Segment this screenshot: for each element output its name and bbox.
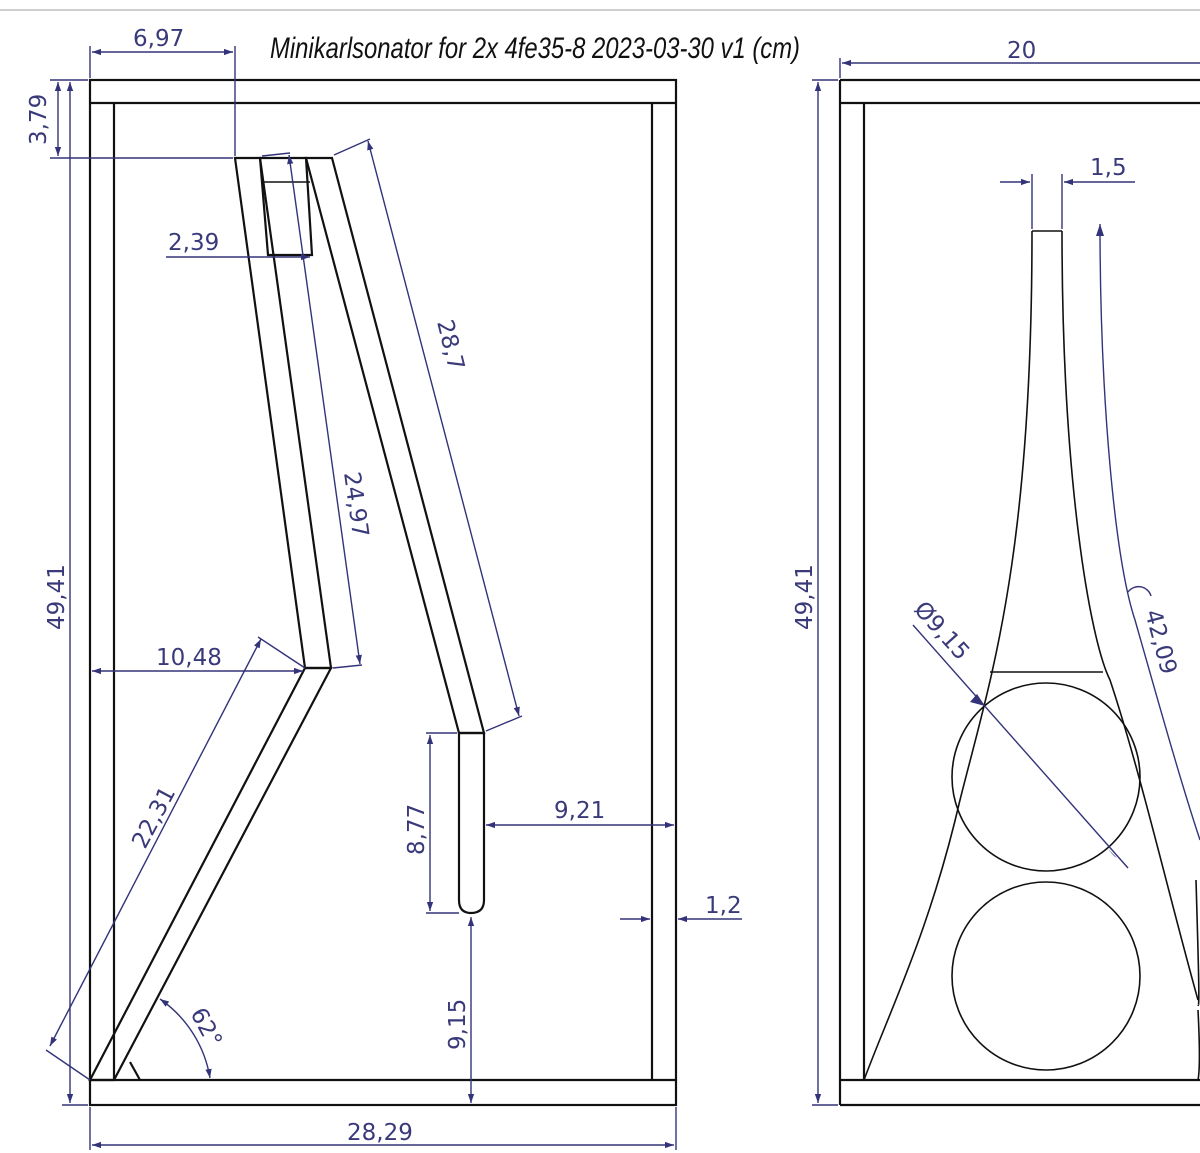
driver-lower bbox=[951, 881, 1141, 1071]
dim-line-outer-baffle bbox=[367, 140, 520, 717]
side-view: 6,97 3,79 2,39 28,7 24,97 49,41 bbox=[26, 26, 742, 1150]
dim-overall-height: 49,41 bbox=[44, 564, 70, 630]
side-view-dimensions: 6,97 3,79 2,39 28,7 24,97 49,41 bbox=[26, 26, 742, 1150]
front-view: 20 1,5 49,41 Ø9,15 42,09 bbox=[792, 38, 1200, 1107]
drawing-title: Minikarlsonator for 2x 4fe35-8 2023-03-3… bbox=[270, 32, 800, 65]
dim-overall-width: 20 bbox=[1007, 38, 1036, 64]
dim-kink-offset: 10,48 bbox=[156, 645, 222, 671]
dim-curve-length-label: 42,09 bbox=[1139, 607, 1181, 677]
dim-throat-width: 1,5 bbox=[1090, 155, 1127, 181]
dim-line-driver-diameter bbox=[912, 624, 1129, 869]
dim-back-panel-thickness: 1,2 bbox=[705, 893, 742, 919]
dim-line-inner-baffle bbox=[287, 154, 362, 665]
dim-gap-to-back: 9,21 bbox=[554, 798, 605, 824]
dim-short-panel-length: 8,77 bbox=[404, 804, 430, 855]
dim-outer-baffle-length: 28,7 bbox=[431, 317, 469, 373]
front-view-cabinet bbox=[838, 78, 1200, 1107]
dim-curve-length bbox=[1099, 223, 1200, 841]
drivers bbox=[951, 682, 1141, 1071]
dim-inner-baffle-length: 24,97 bbox=[338, 470, 373, 539]
dim-slot-width: 2,39 bbox=[168, 230, 219, 256]
dim-line-lower-baffle bbox=[49, 638, 262, 1047]
dim-top-panel-thickness: 3,79 bbox=[26, 94, 52, 145]
dim-overall-depth: 28,29 bbox=[347, 1120, 413, 1146]
cabinet-outline bbox=[88, 78, 678, 1107]
front-view-dimensions: 20 1,5 49,41 Ø9,15 42,09 bbox=[792, 38, 1200, 1106]
dim-front-overall-height: 49,41 bbox=[792, 564, 818, 630]
horn-profile bbox=[863, 230, 1200, 1081]
dim-arc-angle bbox=[159, 998, 212, 1079]
short-panel bbox=[457, 731, 486, 915]
baffle-foot-brace bbox=[129, 1061, 141, 1081]
dim-bottom-gap: 9,15 bbox=[445, 999, 471, 1050]
horn-right-flare bbox=[1061, 230, 1199, 1001]
horn-left-flare bbox=[863, 230, 1033, 1081]
dim-top-offset-width: 6,97 bbox=[133, 26, 184, 52]
dim-lower-baffle-length: 22,31 bbox=[127, 782, 181, 852]
driver-upper bbox=[951, 682, 1141, 872]
upper-baffle-left bbox=[233, 156, 333, 670]
internal-baffles bbox=[88, 156, 486, 1082]
dim-arc-symbol bbox=[1127, 585, 1152, 597]
dim-angle: 62° bbox=[185, 1004, 227, 1052]
